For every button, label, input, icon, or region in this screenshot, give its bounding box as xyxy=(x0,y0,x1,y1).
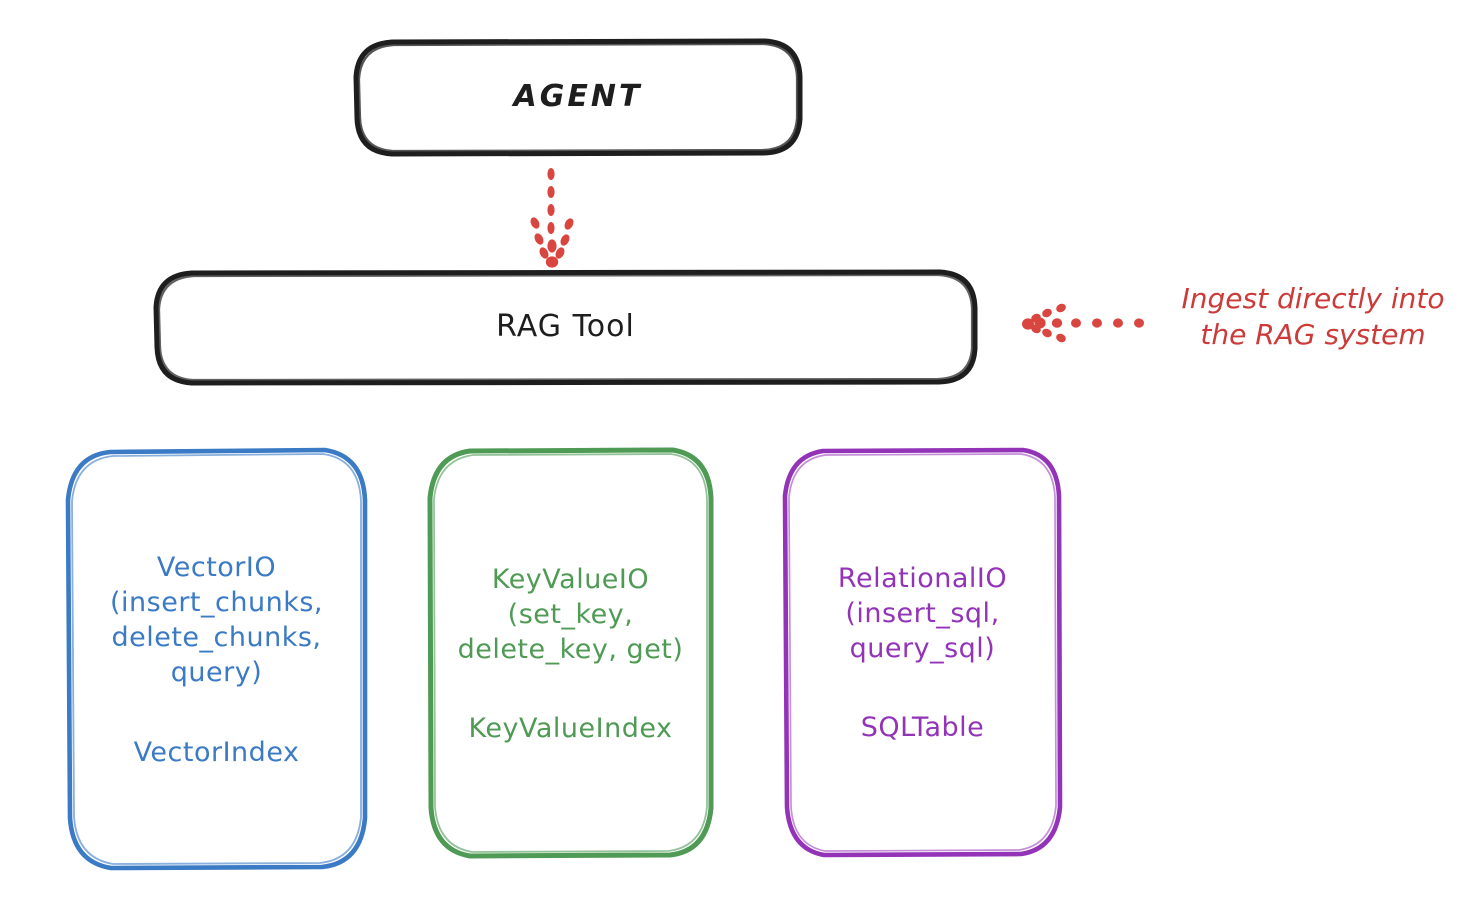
ingest-annotation-text: Ingest directly into the RAG system xyxy=(1181,282,1445,351)
vector-io-api-label: VectorIO (insert_chunks, delete_chunks, … xyxy=(110,552,323,689)
ingest-to-rag-tool-arrow xyxy=(1022,303,1144,343)
agent-to-rag-tool-arrow xyxy=(530,168,574,268)
key-value-io-api-label: KeyValueIO (set_key, delete_key, get) xyxy=(457,563,684,665)
vector-io-node[interactable]: VectorIO (insert_chunks, delete_chunks, … xyxy=(68,450,365,868)
agent-box-outline xyxy=(353,38,803,157)
key-value-io-node[interactable]: KeyValueIO (set_key, delete_key, get) Ke… xyxy=(430,450,711,856)
key-value-io-index-label: KeyValueIndex xyxy=(468,712,673,744)
relational-io-api-label: RelationalIO (insert_sql, query_sql) xyxy=(837,563,1008,665)
key-value-io-box-outline xyxy=(427,447,714,859)
relational-io-index-label: SQLTable xyxy=(860,712,985,744)
rag-tool-node[interactable]: RAG Tool xyxy=(156,272,975,382)
agent-node-label: AGENT xyxy=(513,79,643,115)
vector-io-index-label: VectorIndex xyxy=(133,736,300,768)
rag-tool-node-label: RAG Tool xyxy=(496,308,635,344)
agent-node[interactable]: AGENT xyxy=(356,41,800,154)
relational-io-box-outline xyxy=(782,447,1063,858)
vector-io-box-outline xyxy=(65,447,368,871)
relational-io-node[interactable]: RelationalIO (insert_sql, query_sql) SQL… xyxy=(785,450,1060,855)
rag-tool-box-outline xyxy=(153,269,978,386)
